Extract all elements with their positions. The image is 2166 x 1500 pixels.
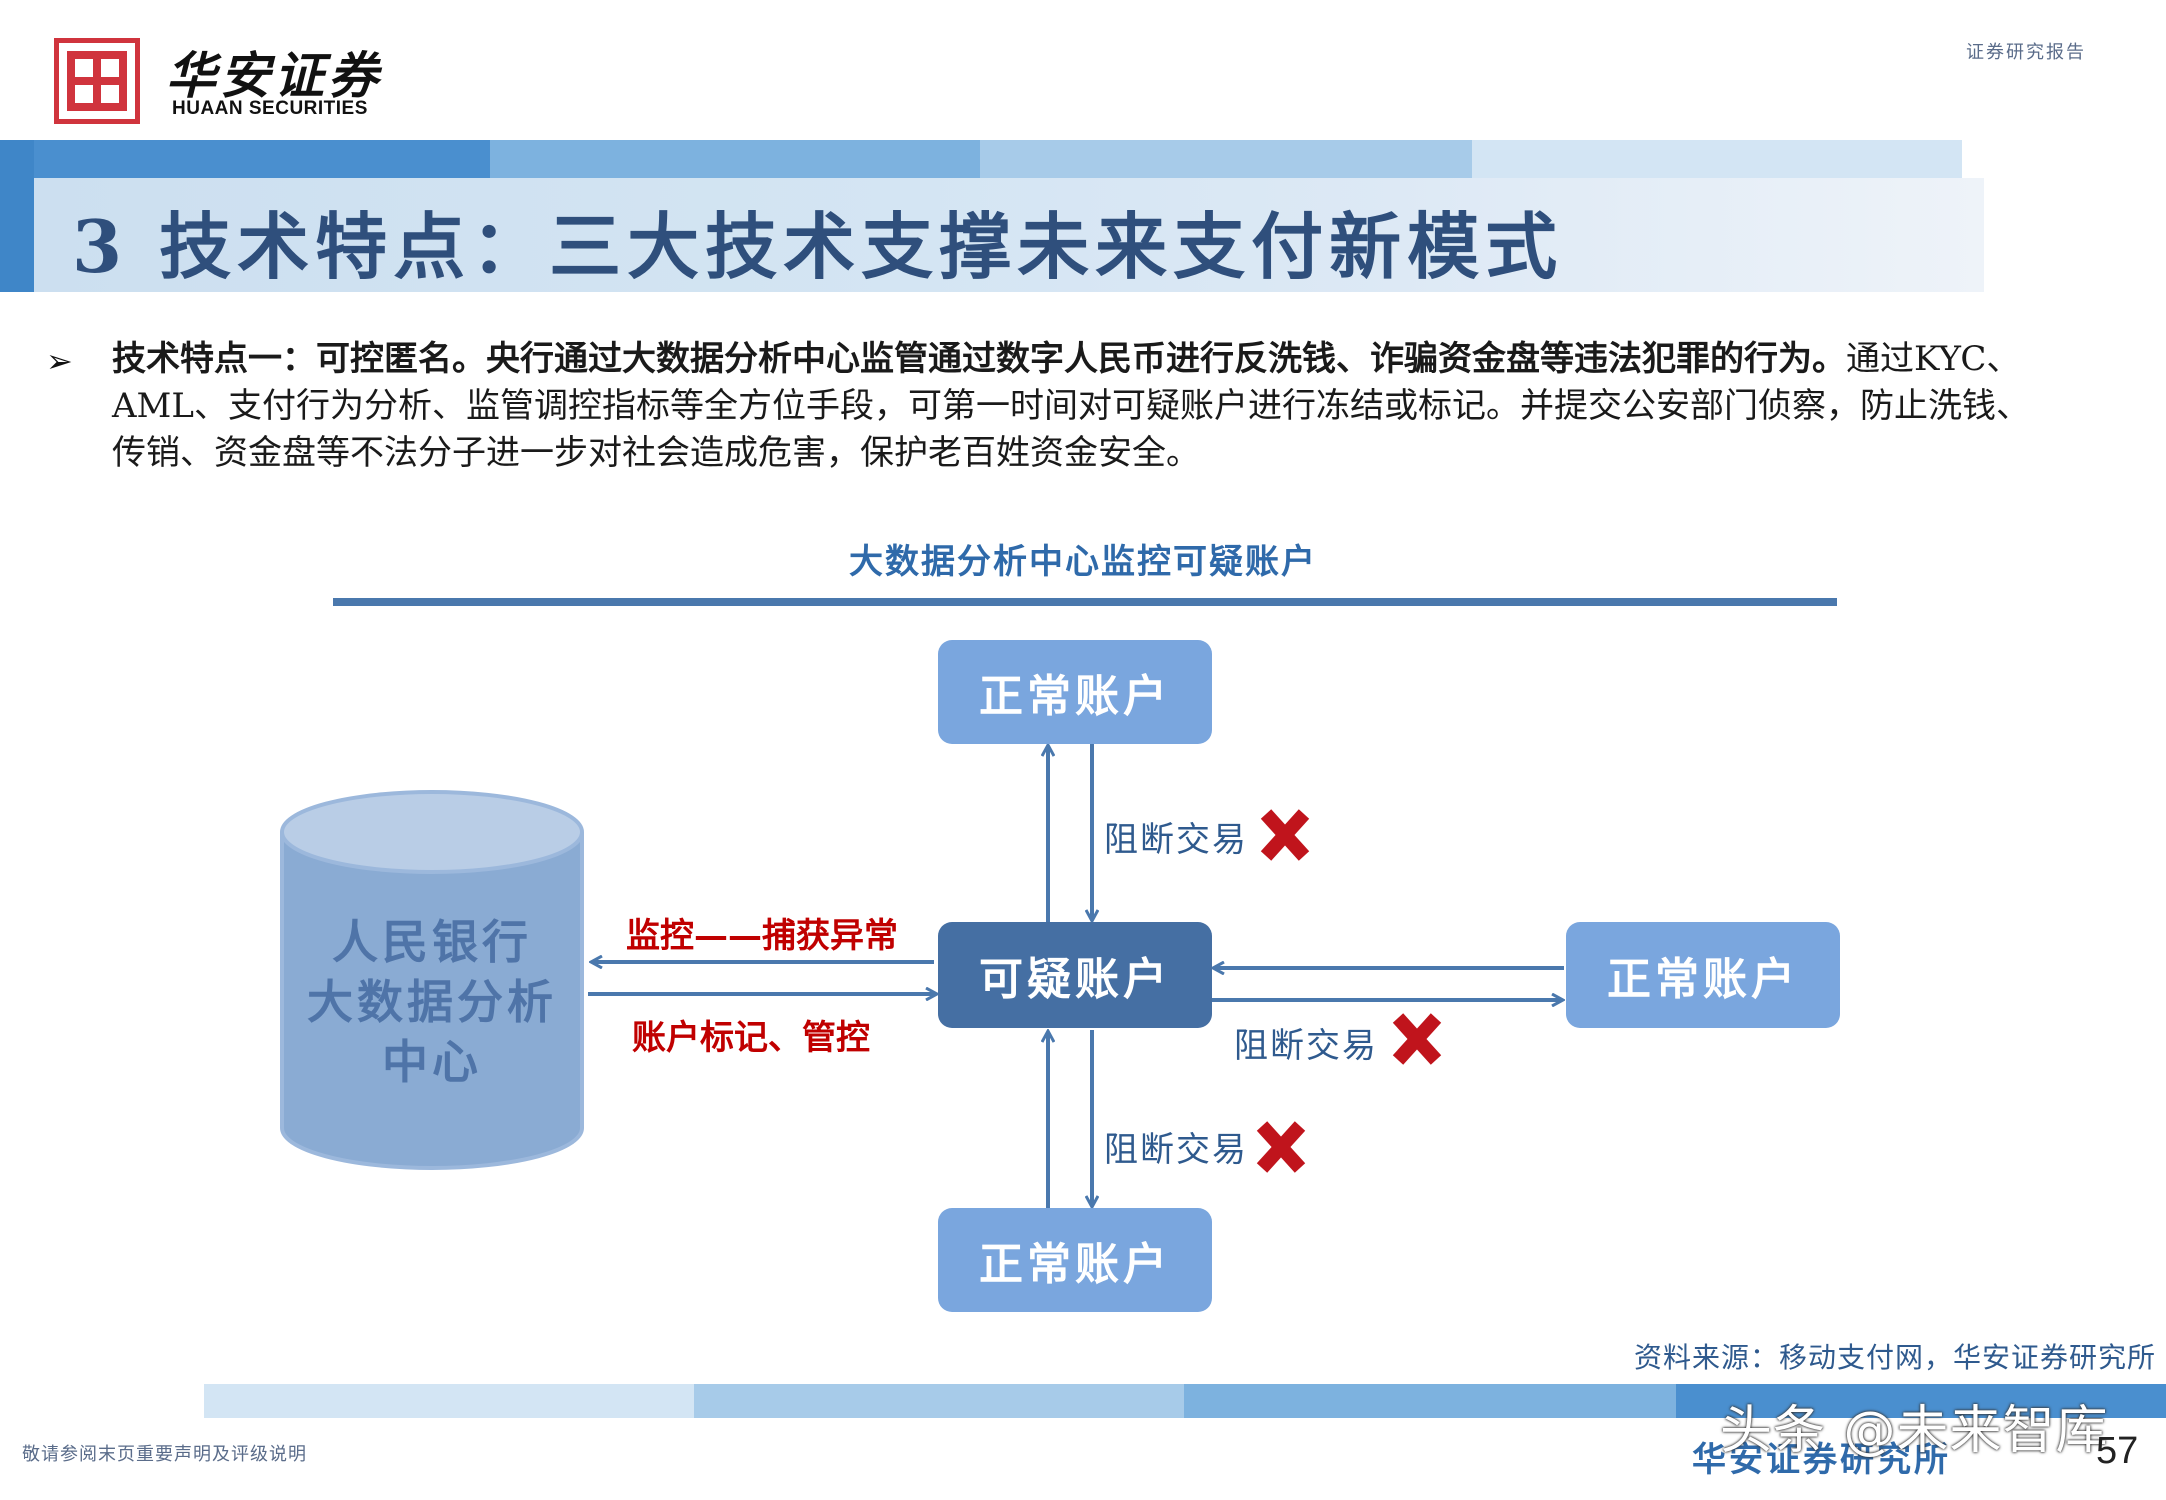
report-type: 证券研究报告: [1966, 42, 2086, 63]
center-label-line: 中心: [382, 1035, 482, 1089]
mark-label: 账户标记、管控: [632, 1018, 870, 1058]
brand-name-en: HUAAN SECURITIES: [172, 98, 368, 119]
source-note: 资料来源：移动支付网，华安证券研究所: [1633, 1341, 2156, 1374]
watermark: 头条 @未来智库: [1720, 1401, 2109, 1461]
title-band-segment: [1472, 140, 1962, 178]
page-number: 57: [2096, 1430, 2139, 1472]
page-title: 3 技术特点：三大技术支撑未来支付新模式: [72, 204, 1564, 289]
footer-band-segment: [694, 1384, 1184, 1418]
bullet-bold-text: 技术特点一：可控匿名。央行通过大数据分析中心监管通过数字人民币进行反洗钱、诈骗资…: [112, 339, 1846, 379]
block-cross-icon: [1392, 1013, 1442, 1065]
bullet-arrow-icon: ➢: [46, 342, 73, 380]
title-panel: [34, 178, 1984, 292]
footer-disclaimer: 敬请参阅末页重要声明及评级说明: [22, 1444, 307, 1465]
footer-band-segment: [1676, 1384, 2166, 1418]
title-band-segment: [0, 140, 490, 178]
center-label-line: 人民银行: [332, 915, 532, 969]
center-label-line: 大数据分析: [307, 975, 557, 1029]
suspect-account: 可疑账户: [938, 922, 1212, 1028]
brand-name-cn: 华安证券: [166, 46, 382, 105]
bullet-paragraph: 技术特点一：可控匿名。央行通过大数据分析中心监管通过数字人民币进行反洗钱、诈骗资…: [112, 336, 2032, 477]
block-label-right: 阻断交易: [1234, 1026, 1378, 1066]
diagram-title: 大数据分析中心监控可疑账户: [849, 542, 1317, 582]
block-cross-icon: [1256, 1121, 1306, 1173]
block-cross-icon: [1260, 809, 1310, 861]
diagram-divider: [333, 598, 1837, 606]
center-label: 人民银行 大数据分析 中心: [282, 912, 582, 1092]
footer-institute: 华安证券研究所: [1692, 1440, 1951, 1480]
title-band-segment: [490, 140, 980, 178]
monitor-label: 监控——捕获异常: [626, 916, 898, 956]
block-label-top: 阻断交易: [1104, 820, 1248, 860]
normal-account-top: 正常账户: [938, 640, 1212, 744]
title-band-segment: [980, 140, 1472, 178]
footer-band-segment: [204, 1384, 694, 1418]
bullet-normal-text: 通过KYC、AML、支付行为分析、监管调控指标等全方位手段，可第一时间对可疑账户…: [112, 339, 2030, 473]
normal-account-right: 正常账户: [1566, 922, 1840, 1028]
title-band-accent: [0, 140, 34, 292]
normal-account-bottom: 正常账户: [938, 1208, 1212, 1312]
footer-band-segment: [1184, 1384, 1676, 1418]
database-cylinder-icon: [280, 790, 584, 1170]
company-logo: [54, 38, 140, 124]
block-label-bottom: 阻断交易: [1104, 1130, 1248, 1170]
